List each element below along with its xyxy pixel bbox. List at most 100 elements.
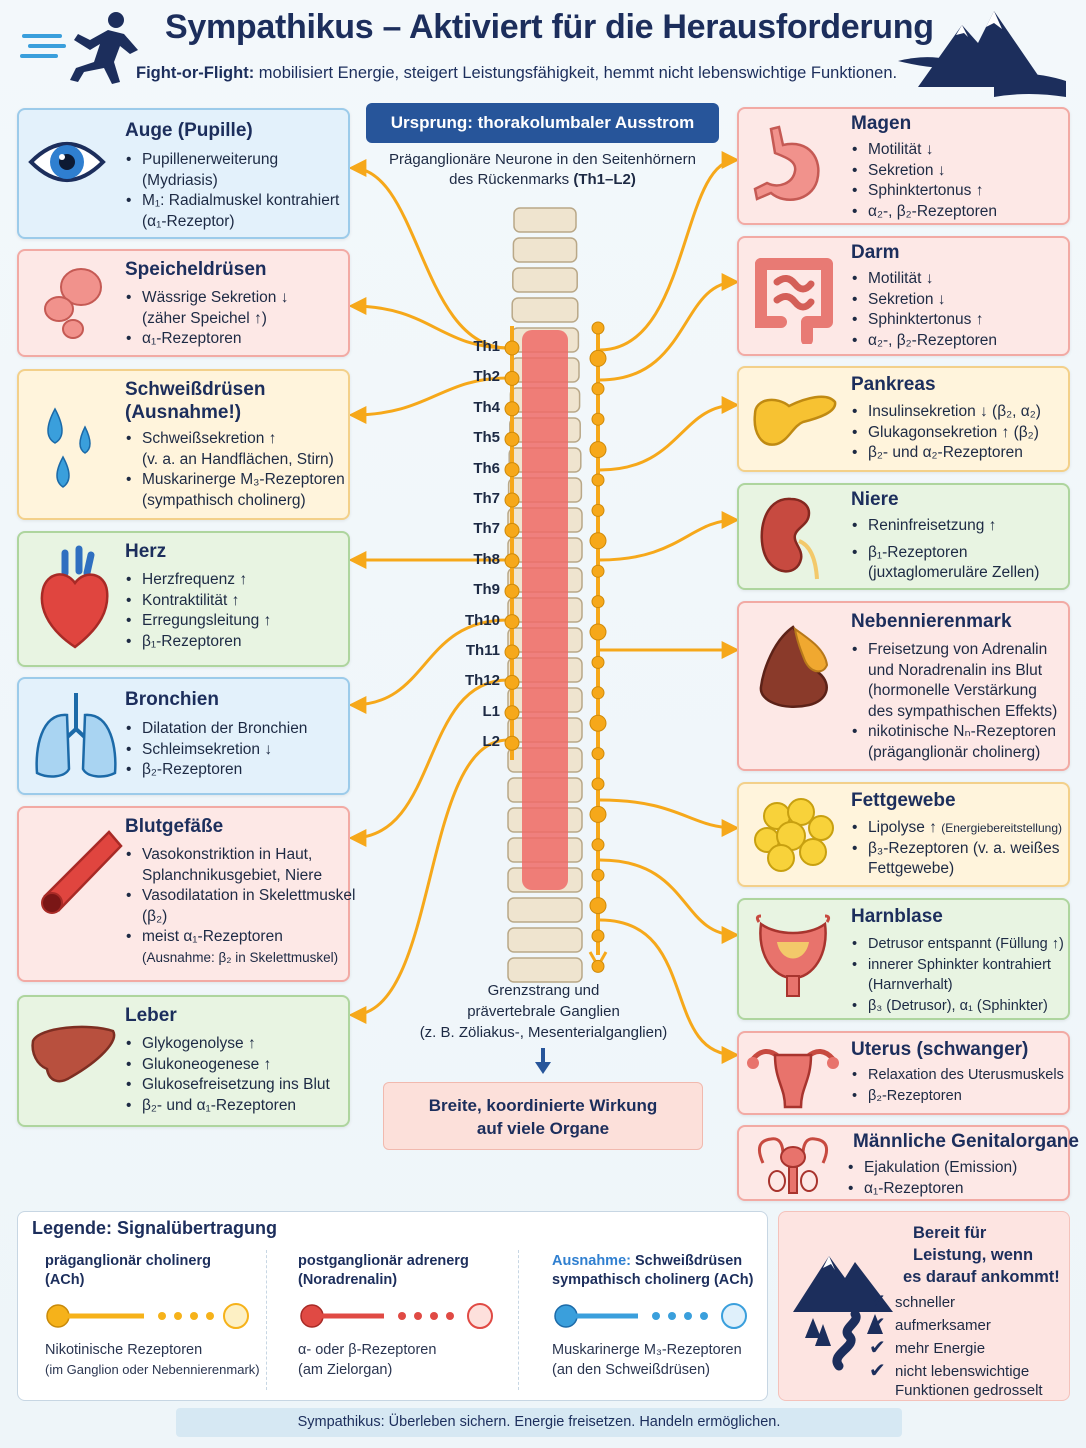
card-title: Bronchien [125,689,219,710]
runner-icon [20,12,138,84]
ganglion-node [591,595,605,609]
legend-head-line1: Schweißdrüsen [630,1253,743,1269]
spinal-node [504,340,520,356]
legend-foot-line1: Muskarinerge M₃-Rezeptoren [552,1342,742,1358]
list-item: Dilatation der Bronchien [125,719,307,740]
card-title: Männliche Genitalorgane [853,1131,1079,1152]
subtitle-text: mobilisiert Energie, steigert Leistungsf… [254,64,898,82]
ganglion-node [591,564,605,578]
vertebra [507,957,583,983]
list-item: (β₂) [142,907,168,925]
list-item: Schleimsekretion ↓ [125,740,307,761]
card-bronchien: Bronchien Dilatation der Bronchien Schle… [17,677,350,795]
list-item: (α₁-Rezeptor) [142,212,235,230]
origin-pill: Ursprung: thorakolumbaler Ausstrom [366,103,719,143]
effect-line2: auf viele Organe [476,1119,610,1138]
list-item: Motilität ↓ [851,140,997,161]
ganglion-node [591,382,605,396]
ganglion-node [591,838,605,852]
card-maennliche-genitalorgane: Männliche Genitalorgane Ejakulation (Emi… [737,1125,1079,1201]
effect-box: Breite, koordinierte Wirkung auf viele O… [383,1082,703,1150]
origin-desc-pre: des Rückenmarks [449,171,574,188]
origin-desc-line1: Präganglionäre Neurone in den Seitenhörn… [389,151,696,168]
legend-exception-head: Ausnahme: Schweißdrüsen sympathisch chol… [552,1252,753,1290]
legend-foot-line2: (an den Schweißdrüsen) [552,1362,710,1378]
check-icon: ✔ [869,1360,886,1382]
list-item: (präganglionär cholinerg) [868,743,1041,761]
eye-icon [28,142,106,182]
card-list: Reninfreisetzung ↑ β₁-Rezeptoren (juxtag… [851,516,1039,584]
list-item: Vasokonstriktion in Haut, [125,845,355,866]
list-item: α₂-, β₂-Rezeptoren [851,202,997,223]
list-item: Schweißsekretion ↑ [125,429,345,450]
ganglion-node [591,686,605,700]
card-uterus: Uterus (schwanger) Relaxation des Uterus… [737,1031,1070,1115]
card-nebennierenmark: Nebennierenmark Freisetzung von Adrenali… [737,601,1070,771]
legend-foot-line2: (am Zielorgan) [298,1362,393,1378]
salivary-gland-icon [44,268,102,339]
list-item: Muskarinerge M₃-Rezeptoren [125,470,345,491]
card-niere: Niere Reninfreisetzung ↑ β₁-Rezeptoren (… [737,483,1070,590]
vertebra [507,927,583,953]
card-magen: Magen Motilität ↓ Sekretion ↓ Sphinktert… [737,107,1070,225]
spinal-node [504,370,520,386]
list-item: α₁-Rezeptoren [847,1179,1017,1200]
ready-item-text: schneller [895,1294,956,1311]
list-item: Glukagonsekretion ↑ (β₂) [851,423,1041,444]
sweat-drops-icon [47,407,91,488]
ready-item-cont: Funktionen gedrosselt [895,1381,1043,1400]
legend-head-line2: (Noradrenalin) [298,1272,398,1288]
list-item: Erregungsleitung ↑ [125,611,271,632]
pancreas-icon [753,395,837,446]
list-item: Glukoneogenese ↑ [125,1055,330,1076]
ganglion-node [591,321,605,335]
ganglion-node [591,959,605,973]
legend-preganglionic-head: präganglionär cholinerg (ACh) [45,1252,211,1290]
ready-item-text: nicht lebenswichtige [895,1363,1030,1380]
spinal-node [504,492,520,508]
card-title: Nebennierenmark [851,611,1012,632]
list-item: Relaxation des Uterusmuskels [851,1065,1064,1086]
list-item: Insulinsekretion ↓ (β₂, α₂) [851,402,1041,423]
list-item: α₁-Rezeptoren [125,329,288,350]
legend-foot-line2: (im Ganglion oder Nebennierenmark) [45,1362,260,1377]
list-item: nikotinische Nₙ-Rezeptoren [851,722,1057,743]
ready-title-line3: es darauf ankommt! [903,1268,1060,1286]
list-item: Detrusor entspannt (Füllung ↑) [851,934,1064,955]
list-item: β₁-Rezeptoren [851,543,1039,564]
list-item: Splanchnikusgebiet, Niere [142,866,323,884]
page-subtitle: Fight-or-Flight: mobilisiert Energie, st… [136,64,966,83]
liver-icon [31,1025,116,1083]
kidney-icon [760,497,819,580]
card-title-sub: (Ausnahme!) [125,402,242,423]
list-item: Glukosefreisetzung ins Blut [125,1075,330,1096]
spinal-node [504,674,520,690]
ganglion-node [589,805,607,823]
card-list: Vasokonstriktion in Haut, Splanchnikusge… [125,845,355,968]
list-item: Lipolyse ↑ (Energiebereitstellung) [851,818,1062,839]
check-icon: ✔ [869,1337,886,1359]
legend-postganglionic-foot: α- oder β-Rezeptoren (am Zielorgan) [298,1340,436,1380]
ready-item: ✔aufmerksamer [869,1315,991,1335]
card-list: Herzfrequenz ↑ Kontraktilität ↑ Erregung… [125,570,271,652]
ganglion-node [589,897,607,915]
card-list: Relaxation des Uterusmuskels β₂-Rezeptor… [851,1065,1064,1106]
list-item: innerer Sphinkter kontrahiert [851,955,1064,976]
ready-item-text: aufmerksamer [895,1317,991,1334]
list-item: β₃-Rezeptoren (v. a. weißes [851,839,1062,860]
card-herz: Herz Herzfrequenz ↑ Kontraktilität ↑ Err… [17,531,350,667]
list-item: β₃ (Detrusor), α₁ (Sphinkter) [851,996,1064,1017]
list-item: Wässrige Sekretion ↓ [125,288,288,309]
card-title: Magen [851,113,912,134]
list-item: Herzfrequenz ↑ [125,570,271,591]
legend-head-line1: präganglionär cholinerg [45,1253,211,1269]
legend-head-line1: postganglionär adrenerg [298,1253,469,1269]
legend-head-line2: (ACh) [45,1272,85,1288]
spinal-node [504,614,520,630]
intestine-icon [755,258,833,344]
legend-head-accent: Ausnahme: [552,1253,631,1269]
vertebra [507,897,583,923]
list-item: β₂-Rezeptoren [851,1086,1064,1107]
adrenal-gland-icon [759,625,829,709]
